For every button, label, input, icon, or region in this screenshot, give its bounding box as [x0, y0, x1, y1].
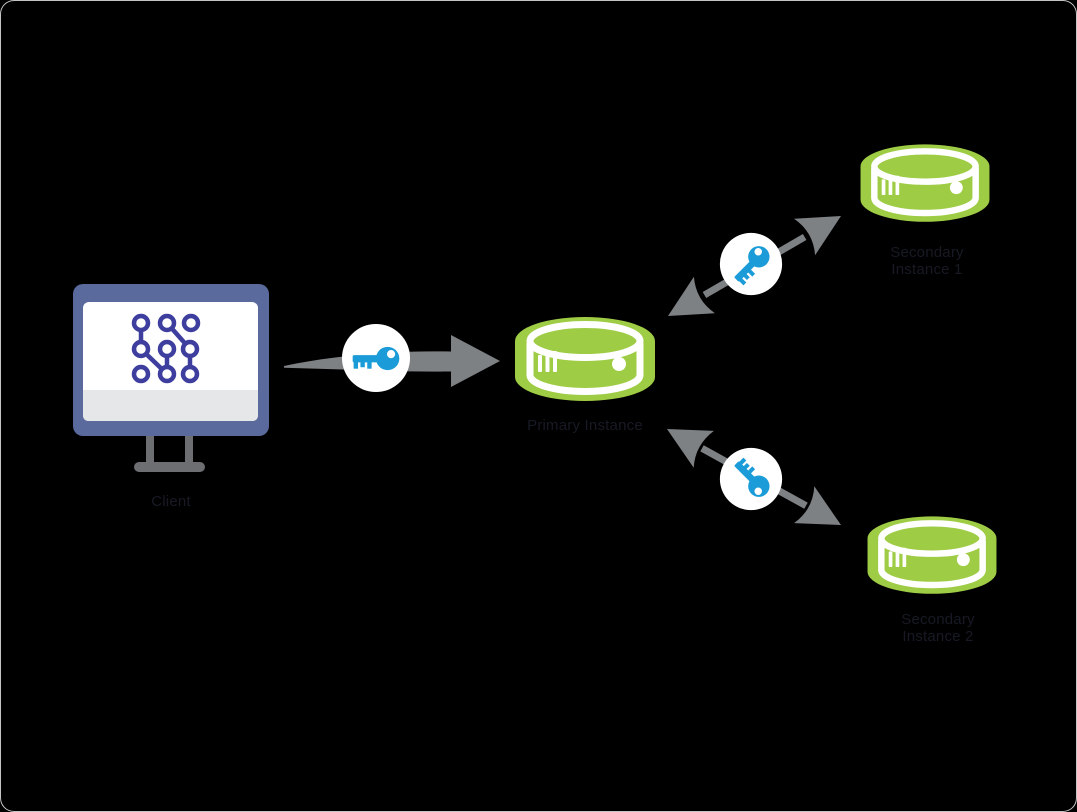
secondary-top-label-line1: Secondary: [890, 244, 964, 261]
primary-database-icon: [515, 317, 655, 401]
server-vents: [888, 547, 907, 568]
key-icon: [719, 232, 783, 296]
client-monitor-icon: [73, 284, 269, 472]
client-label: Client: [96, 493, 246, 510]
key-icon: [341, 323, 411, 393]
secondary-bottom-label-line2: Instance 2: [902, 628, 974, 645]
key-icon: [719, 447, 783, 511]
server-led: [956, 553, 970, 567]
monitor-bottom-strip: [83, 390, 258, 421]
secondary-top-label: Secondary Instance 1: [852, 244, 1002, 278]
secondary-bottom-label: Secondary Instance 2: [863, 611, 1013, 645]
commit-graph-icon: [131, 313, 201, 384]
server-vents: [538, 351, 557, 372]
primary-label-text: Primary Instance: [527, 417, 643, 434]
server-vents: [881, 175, 900, 196]
server-led: [612, 357, 626, 371]
primary-label: Primary Instance: [507, 417, 663, 434]
monitor-stand: [134, 436, 205, 472]
secondary-top-label-line2: Instance 1: [891, 261, 963, 278]
server-led: [949, 181, 963, 195]
secondary-bottom-database-icon: [867, 516, 997, 594]
secondary-bottom-label-line1: Secondary: [901, 611, 975, 628]
secondary-top-database-icon: [860, 144, 990, 222]
client-label-text: Client: [151, 493, 191, 510]
